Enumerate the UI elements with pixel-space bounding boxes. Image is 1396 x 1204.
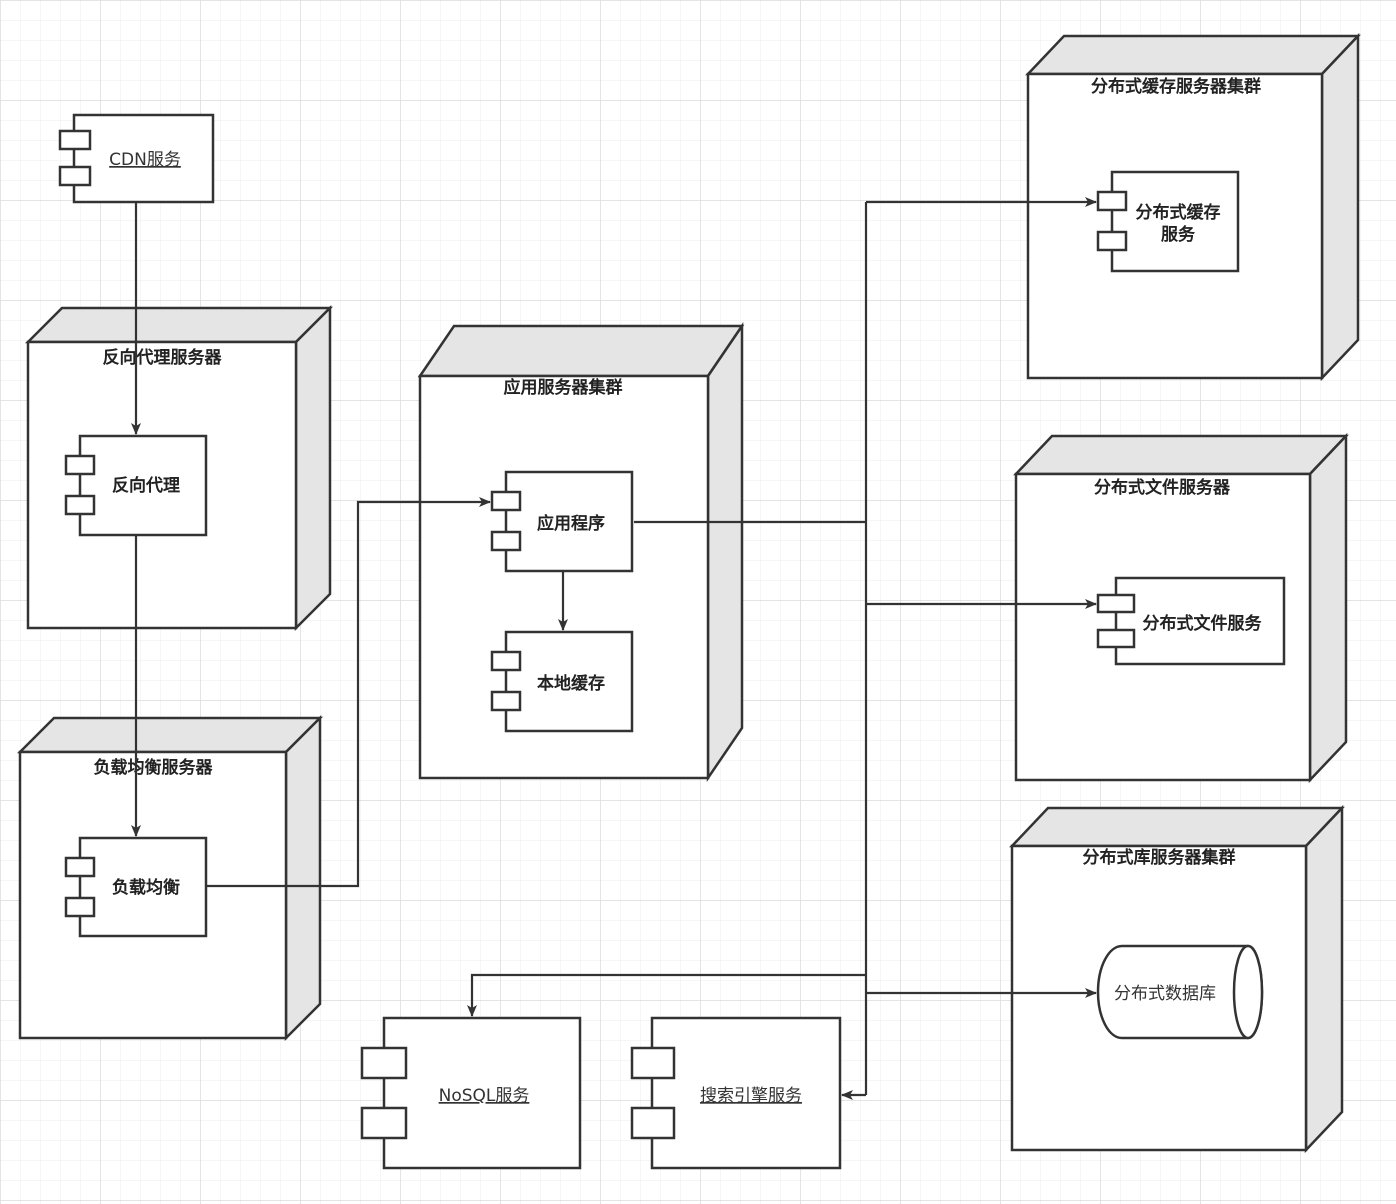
component-label-distributed-cache-line2: 服务	[1161, 224, 1196, 245]
node-title-distributed-file-server: 分布式文件服务器	[1094, 477, 1231, 498]
node-title-app-server-cluster: 应用服务器集群	[504, 377, 623, 398]
component-label-distributed-cache-line1: 分布式缓存	[1136, 202, 1221, 223]
component-application[interactable]: 应用程序	[490, 470, 634, 573]
component-label-search-engine: 搜索引擎服务	[700, 1086, 802, 1106]
component-distributed-file[interactable]: 分布式文件服务	[1096, 576, 1286, 666]
node-title-load-balancer-server: 负载均衡服务器	[94, 757, 214, 778]
node-title-reverse-proxy-server: 反向代理服务器	[103, 347, 223, 368]
component-label-reverse-proxy: 反向代理	[112, 475, 180, 496]
component-nosql[interactable]: NoSQL服务	[360, 1016, 582, 1170]
component-label-load-balancer: 负载均衡	[112, 877, 180, 898]
component-label-application: 应用程序	[537, 513, 605, 534]
component-search-engine[interactable]: 搜索引擎服务	[630, 1016, 842, 1170]
component-distributed-cache[interactable]: 分布式缓存 服务	[1096, 170, 1240, 273]
component-local-cache[interactable]: 本地缓存	[490, 630, 634, 733]
component-label-cdn: CDN服务	[109, 150, 181, 170]
component-distributed-database[interactable]: 分布式数据库	[1096, 944, 1264, 1040]
node-title-distributed-db-cluster: 分布式库服务器集群	[1083, 847, 1236, 868]
component-label-nosql: NoSQL服务	[439, 1086, 530, 1106]
edge-trunk-to-nosql	[467, 973, 866, 1017]
component-label-local-cache: 本地缓存	[537, 673, 605, 694]
edge-load-balancer-to-application	[206, 497, 491, 888]
component-reverse-proxy[interactable]: 反向代理	[64, 434, 208, 537]
node-title-distributed-cache-cluster: 分布式缓存服务器集群	[1091, 76, 1261, 97]
node-distributed-cache-cluster[interactable]: 分布式缓存服务器集群	[1025, 32, 1361, 382]
component-cdn[interactable]: CDN服务	[58, 113, 215, 204]
component-label-distributed-file: 分布式文件服务	[1143, 613, 1263, 634]
component-label-distributed-database: 分布式数据库	[1114, 984, 1216, 1004]
node-distributed-db-cluster[interactable]: 分布式库服务器集群	[1009, 804, 1345, 1154]
component-load-balancer[interactable]: 负载均衡	[64, 836, 208, 938]
